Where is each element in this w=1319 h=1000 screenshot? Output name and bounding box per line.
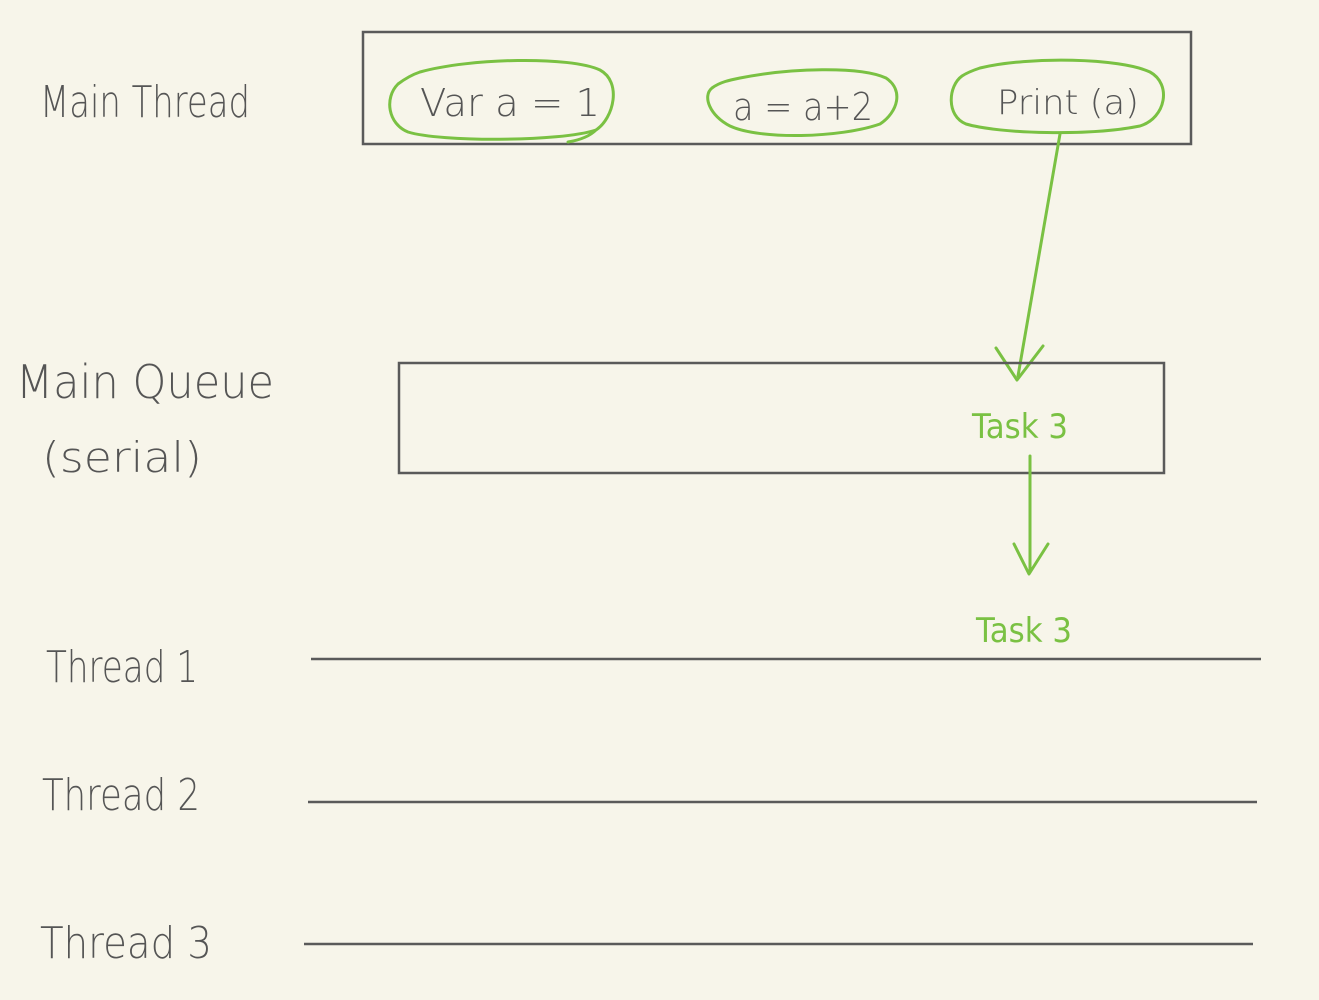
main-queue-serial-label: (serial) (42, 433, 202, 482)
main-thread-box (361, 30, 1193, 146)
main-thread-label: Main Thread (40, 77, 250, 128)
main-queue-box (397, 361, 1166, 475)
main-queue-label: Main Queue (16, 355, 274, 409)
thread-3-label: Thread 3 (40, 918, 212, 969)
arrow-head-thread1 (1012, 542, 1050, 576)
circle-statement-2 (706, 68, 899, 138)
statement-a-plus-2: a = a+2 (733, 85, 873, 129)
statement-print-a: Print (a) (997, 83, 1139, 123)
thread1-task-label: Task 3 (975, 611, 1072, 651)
circle-statement-1 (388, 59, 615, 144)
statement-var-a: Var a = 1 (420, 81, 600, 125)
circle-statement-3 (949, 58, 1165, 135)
queue-task-label: Task 3 (971, 407, 1068, 447)
arrow-print-to-queue (1016, 132, 1062, 378)
thread-2-label: Thread 2 (42, 770, 200, 821)
arrow-head-queue (994, 344, 1045, 382)
thread-1-label: Thread 1 (46, 642, 198, 693)
